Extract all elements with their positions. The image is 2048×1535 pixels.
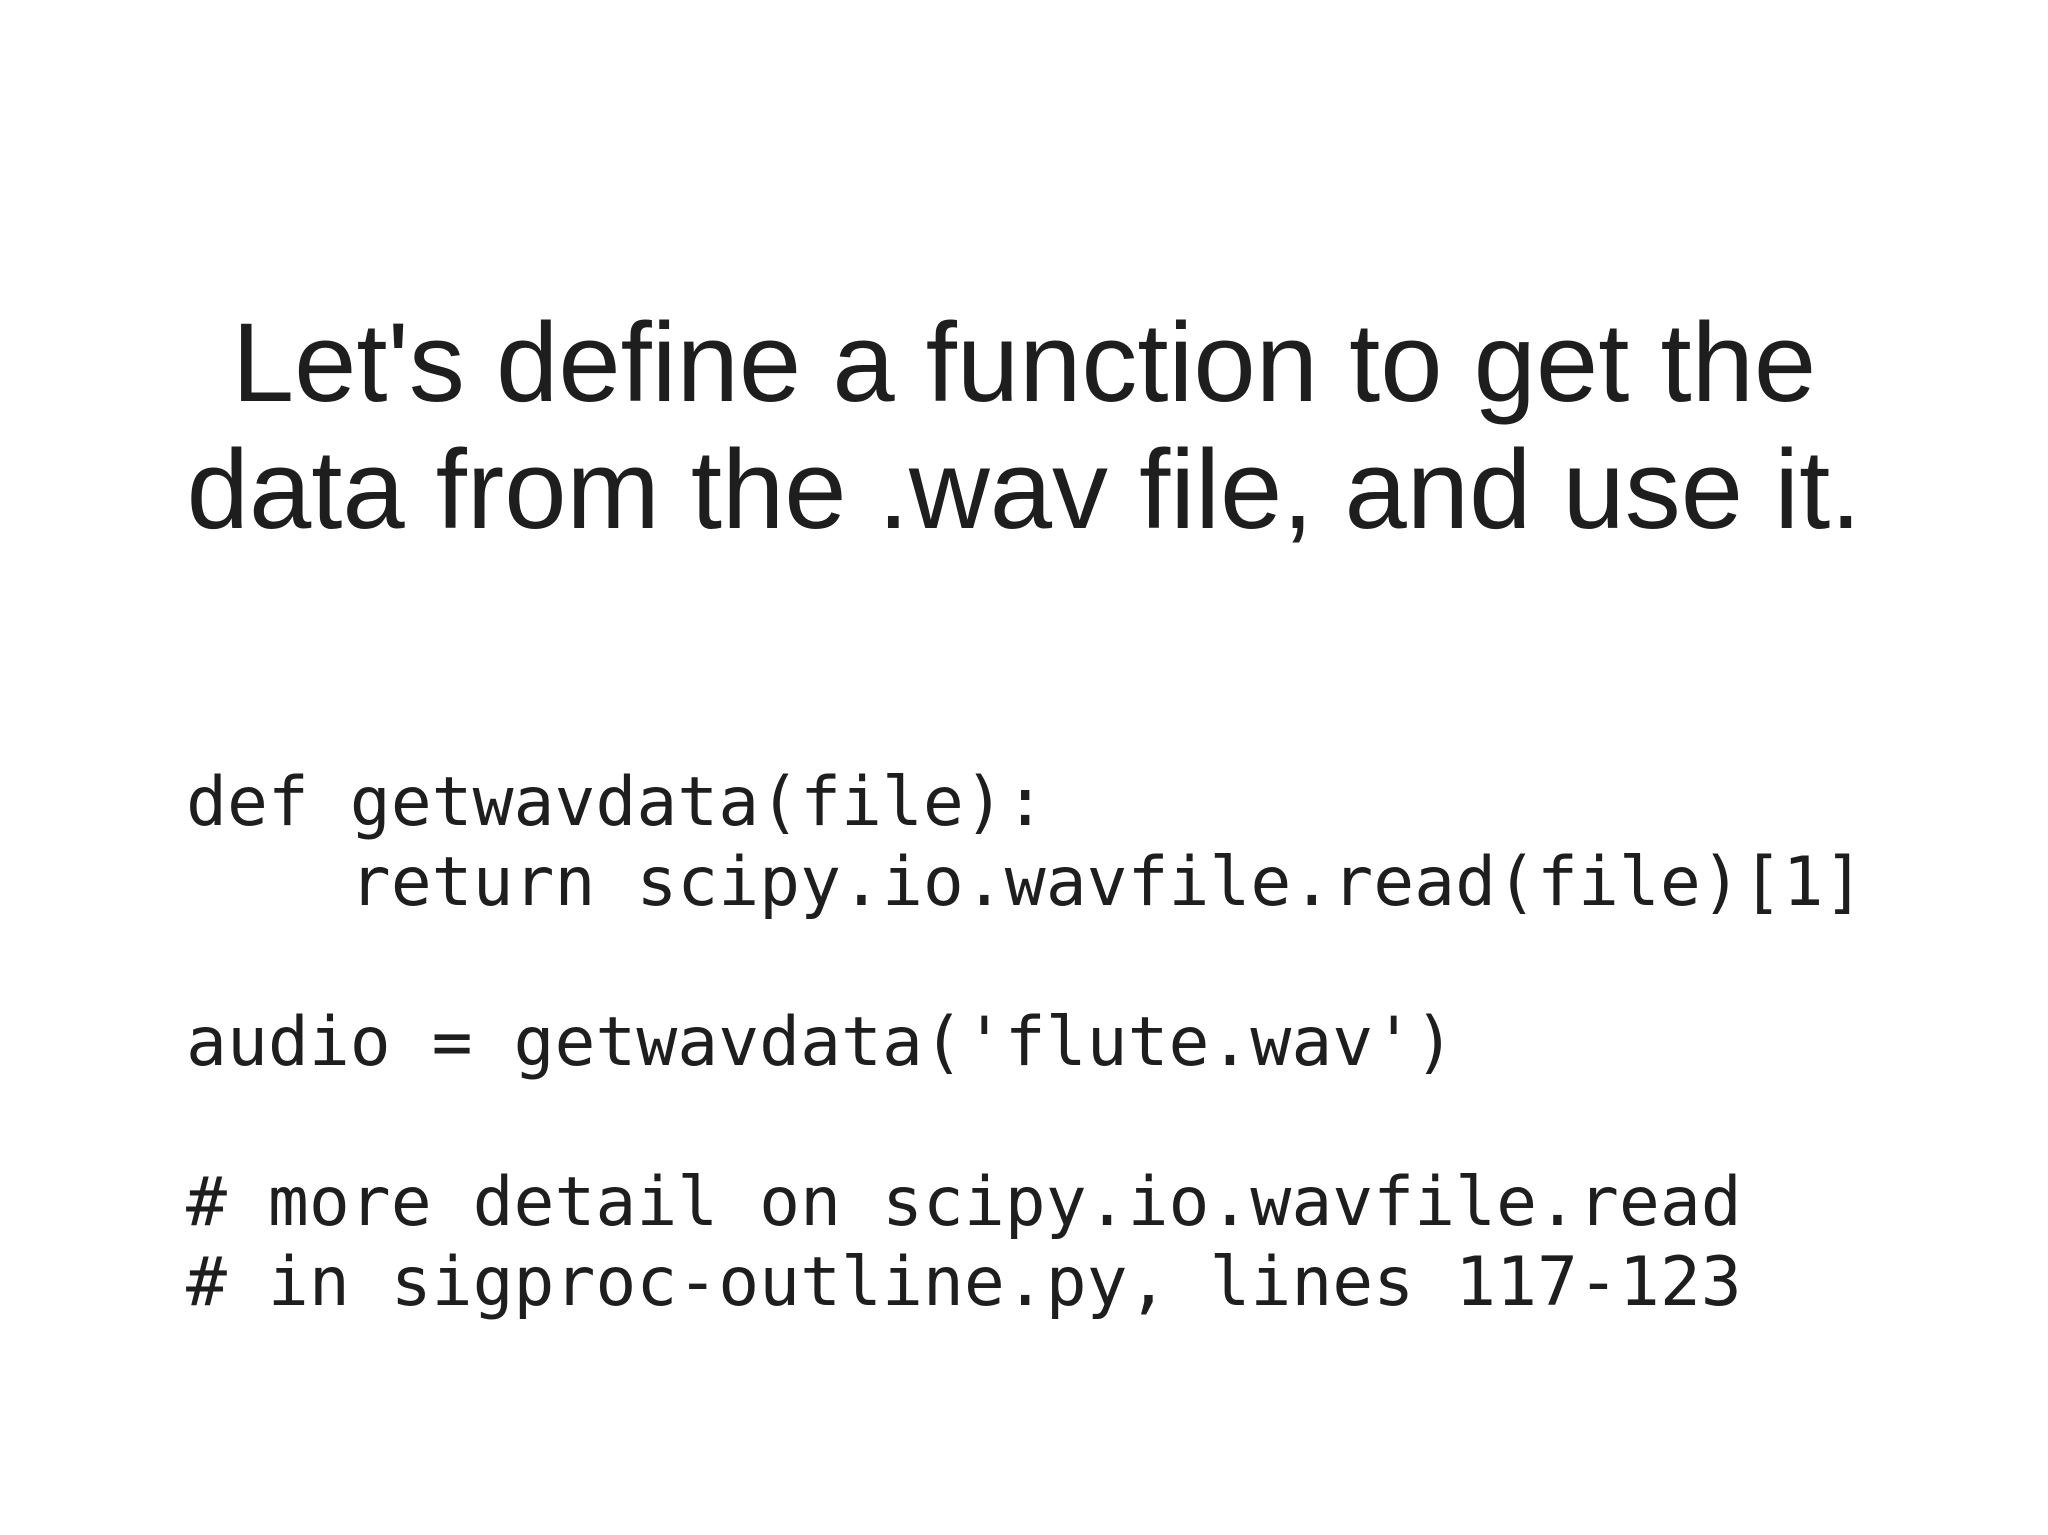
code-line-comment-2: # in sigproc-outline.py, lines 117-123 (186, 1243, 1742, 1322)
code-line-blank-1 (186, 923, 1865, 1003)
code-line-audio-assignment: audio = getwavdata('flute.wav') (186, 1003, 1456, 1082)
code-line-return: return scipy.io.wavfile.read(file)[1] (186, 843, 1865, 922)
code-line-comment-1: # more detail on scipy.io.wavfile.read (186, 1163, 1742, 1242)
code-line-blank-2 (186, 1083, 1865, 1163)
title-line-2: data from the .wav file, and use it. (186, 427, 1862, 552)
code-line-def: def getwavdata(file): (186, 763, 1046, 842)
title-line-1: Let's define a function to get the (231, 300, 1817, 425)
code-block: def getwavdata(file): return scipy.io.wa… (186, 763, 1865, 1323)
slide-title: Let's define a function to get the data … (0, 299, 2048, 553)
